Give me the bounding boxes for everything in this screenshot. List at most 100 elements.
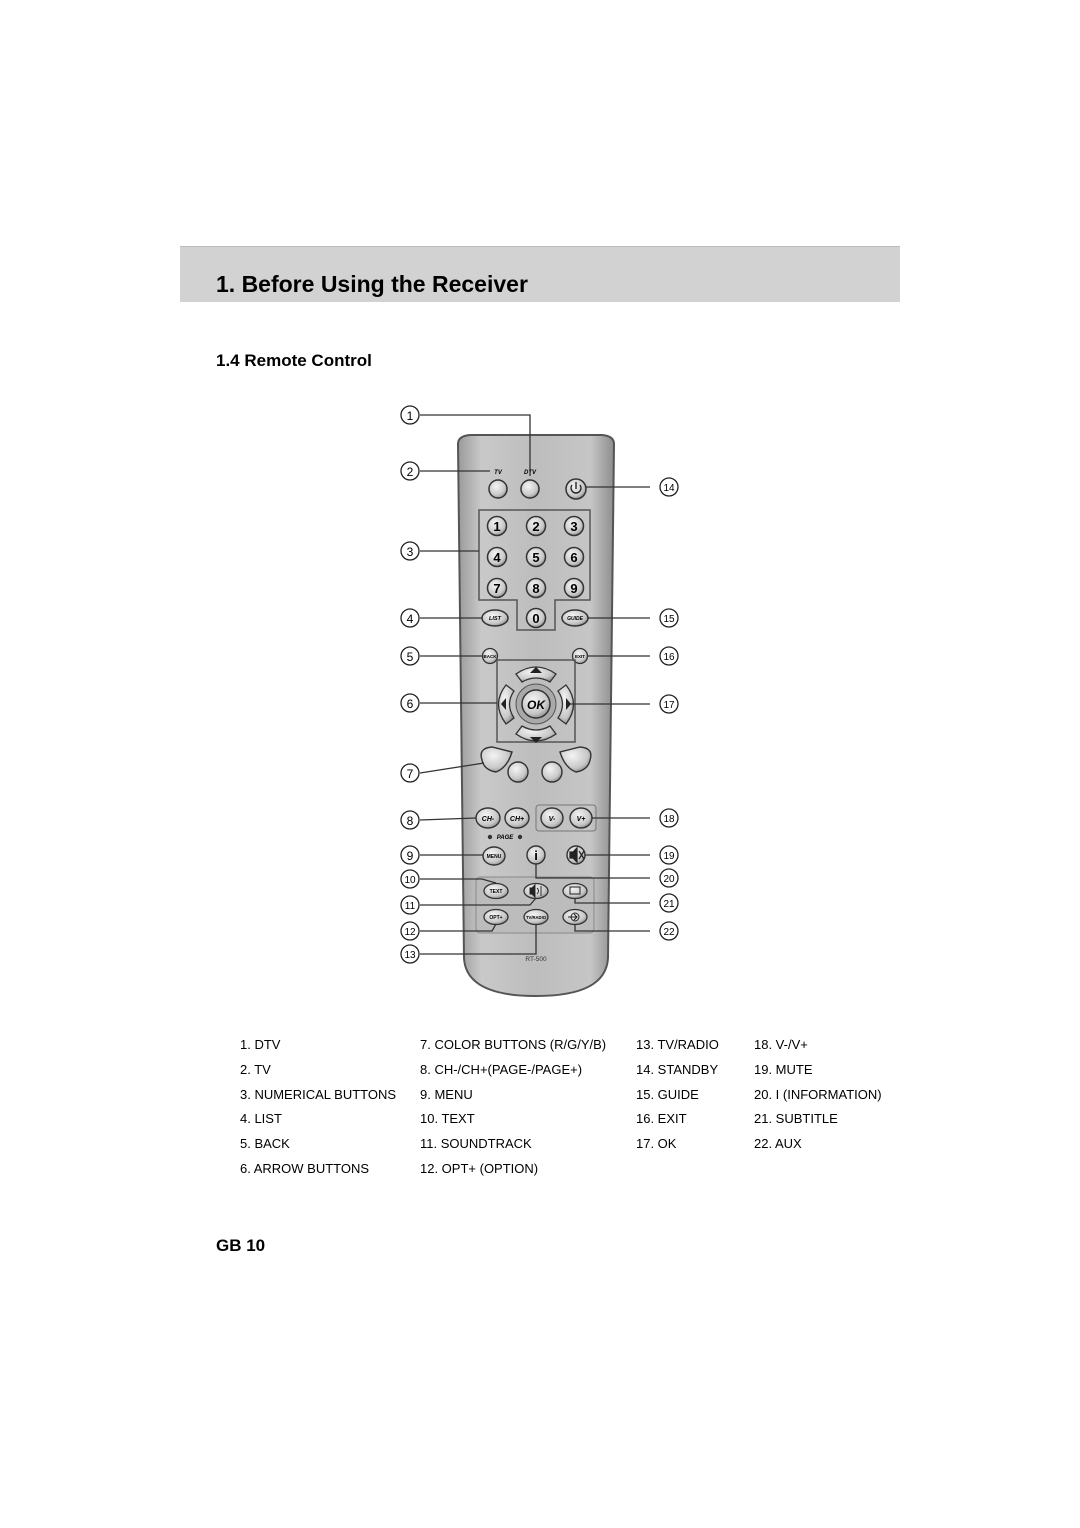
arrow-up-button[interactable] (515, 666, 557, 683)
legend-column-3: 13. TV/RADIO 14. STANDBY 15. GUIDE 16. E… (636, 1033, 719, 1157)
digit-5-button[interactable] (525, 546, 547, 568)
ok-button[interactable] (521, 689, 551, 719)
v-minus-button[interactable] (540, 807, 564, 829)
numpad-row-2: 4 5 6 (486, 546, 585, 568)
tv-label: TV (494, 470, 503, 476)
legend-item: 16. EXIT (636, 1111, 687, 1127)
callout-20: 20 (663, 874, 675, 885)
numpad-row-3: 7 8 9 (486, 577, 585, 599)
legend-column-2: 7. COLOR BUTTONS (R/G/Y/B) 8. CH-/CH+(PA… (420, 1033, 606, 1182)
callout-9: 9 (407, 849, 414, 863)
callout-4: 4 (407, 612, 414, 626)
page-right-dot (517, 834, 523, 840)
legend-item: 12. OPT+ (OPTION) (420, 1160, 539, 1176)
color-button-yellow[interactable] (541, 761, 563, 783)
arrow-up-icon (530, 667, 542, 673)
digit-5-label: 5 (532, 550, 539, 565)
digit-2-label: 2 (532, 519, 539, 534)
callout-21: 21 (663, 899, 675, 910)
subtitle-button[interactable] (562, 882, 588, 900)
tv-button[interactable] (488, 479, 508, 499)
color-button-green[interactable] (507, 761, 529, 783)
ch-plus-label: CH+ (510, 816, 524, 823)
legend-column-1: 1. DTV 2. TV 3. NUMERICAL BUTTONS 4. LIS… (240, 1033, 396, 1182)
ok-button-label: OK (527, 698, 546, 712)
arrow-left-icon (501, 698, 506, 710)
page-label: PAGE (497, 835, 515, 841)
digit-6-label: 6 (570, 550, 577, 565)
legend-item: 13. TV/RADIO (636, 1037, 719, 1052)
arrow-down-button[interactable] (515, 725, 557, 742)
legend-item: 11. SOUNDTRACK (420, 1136, 532, 1152)
subtitle-icon (569, 886, 581, 895)
remote-control-figure: TV DTV 1 2 3 4 5 6 7 8 9 0 LIST GUIDE (400, 405, 679, 998)
legend-item: 21. SUBTITLE (754, 1111, 838, 1127)
mute-icon (569, 846, 585, 864)
digit-1-label: 1 (493, 519, 500, 534)
exit-button-label: EXIT (575, 654, 585, 659)
legend-item: 19. MUTE (754, 1061, 813, 1077)
callout-lines (419, 414, 650, 955)
v-plus-label: V+ (577, 816, 586, 823)
legend-item: 10. TEXT (420, 1111, 475, 1127)
callout-15: 15 (663, 614, 675, 625)
back-button-label: BACK (484, 654, 498, 659)
ch-plus-button[interactable] (504, 807, 530, 829)
callout-5: 5 (407, 650, 414, 664)
digit-8-button[interactable] (525, 577, 547, 599)
menu-button[interactable] (482, 846, 506, 866)
legend-item: 8. CH-/CH+(PAGE-/PAGE+) (420, 1061, 583, 1077)
text-button[interactable] (483, 882, 509, 900)
color-button-red[interactable] (480, 746, 513, 773)
legend-item: 4. LIST (240, 1111, 282, 1127)
soundtrack-icon (529, 883, 542, 899)
back-button[interactable] (481, 647, 499, 665)
callout-8: 8 (407, 814, 414, 828)
callout-12: 12 (404, 927, 416, 938)
arrow-down-icon (530, 737, 542, 743)
legend-item: 7. COLOR BUTTONS (R/G/Y/B) (420, 1037, 607, 1052)
soundtrack-button[interactable] (523, 882, 549, 900)
legend-item: 9. MENU (420, 1086, 473, 1102)
callout-19: 19 (663, 851, 675, 862)
legend-item: 20. I (INFORMATION) (754, 1086, 882, 1102)
digit-8-label: 8 (532, 581, 539, 596)
chapter-title: 1. Before Using the Receiver (216, 271, 528, 297)
aux-icon (568, 912, 580, 922)
tv-radio-button-label: TV/RADIO (526, 915, 547, 920)
digit-7-label: 7 (493, 581, 500, 596)
list-button-label: LIST (489, 616, 502, 622)
callout-17: 17 (663, 700, 675, 711)
legend-item: 18. V-/V+ (754, 1037, 808, 1052)
legend-item: 22. AUX (754, 1136, 802, 1152)
page-left-dot (487, 834, 493, 840)
callout-22: 22 (663, 927, 675, 938)
model-label: RT-500 (525, 956, 547, 963)
legend-item: 6. ARROW BUTTONS (240, 1160, 370, 1176)
numpad-frame (478, 509, 591, 631)
digit-4-button[interactable] (486, 546, 508, 568)
callout-13: 13 (404, 950, 416, 961)
digit-0-button[interactable] (525, 607, 547, 629)
callout-18: 18 (663, 814, 675, 825)
guide-button-label: GUIDE (567, 616, 584, 622)
legend-item: 2. TV (240, 1061, 271, 1077)
digit-2-button[interactable] (525, 515, 547, 537)
arrow-right-button[interactable] (557, 684, 575, 725)
callout-6: 6 (407, 697, 414, 711)
arrow-left-button[interactable] (497, 684, 515, 725)
digit-9-button[interactable] (563, 577, 585, 599)
digit-6-button[interactable] (563, 546, 585, 568)
info-button-label: i (534, 848, 538, 863)
digit-7-button[interactable] (486, 577, 508, 599)
digit-9-label: 9 (570, 581, 577, 596)
color-button-blue[interactable] (559, 746, 592, 773)
callout-10: 10 (404, 875, 416, 886)
page-number: GB 10 (216, 1236, 266, 1255)
v-minus-label: V- (549, 816, 556, 823)
callout-7: 7 (407, 767, 414, 781)
digit-1-button[interactable] (486, 515, 508, 537)
digit-3-button[interactable] (563, 515, 585, 537)
dtv-button[interactable] (520, 479, 540, 499)
numpad-row-1: 1 2 3 (486, 515, 585, 537)
